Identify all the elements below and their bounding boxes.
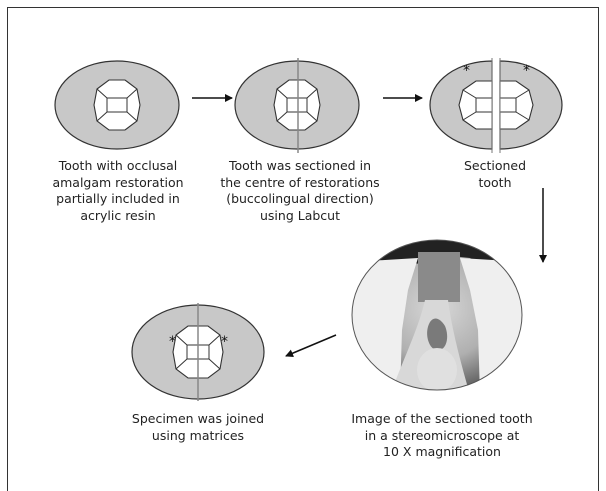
specimen-joined-diagram: * * (132, 303, 264, 401)
joined-marker-right: * (221, 334, 228, 350)
tooth-sectioned-diagram: * * (430, 58, 562, 153)
sectioned-marker-left: * (463, 63, 470, 79)
caption-step-4: Image of the sectioned tooth in a stereo… (350, 411, 534, 461)
caption-step-2: Tooth was sectioned in the centre of res… (209, 158, 391, 224)
caption-step-1: Tooth with occlusal amalgam restoration … (37, 158, 199, 224)
tooth-intact-diagram (55, 61, 179, 149)
joined-marker-left: * (169, 334, 176, 350)
tooth-sectioning-diagram (235, 58, 359, 153)
sectioned-marker-right: * (523, 63, 530, 79)
stereomicroscope-image (350, 238, 525, 395)
arrow-4-to-5 (286, 335, 336, 356)
caption-step-3: Sectioned tooth (445, 158, 545, 191)
caption-step-5: Specimen was joined using matrices (118, 411, 278, 444)
